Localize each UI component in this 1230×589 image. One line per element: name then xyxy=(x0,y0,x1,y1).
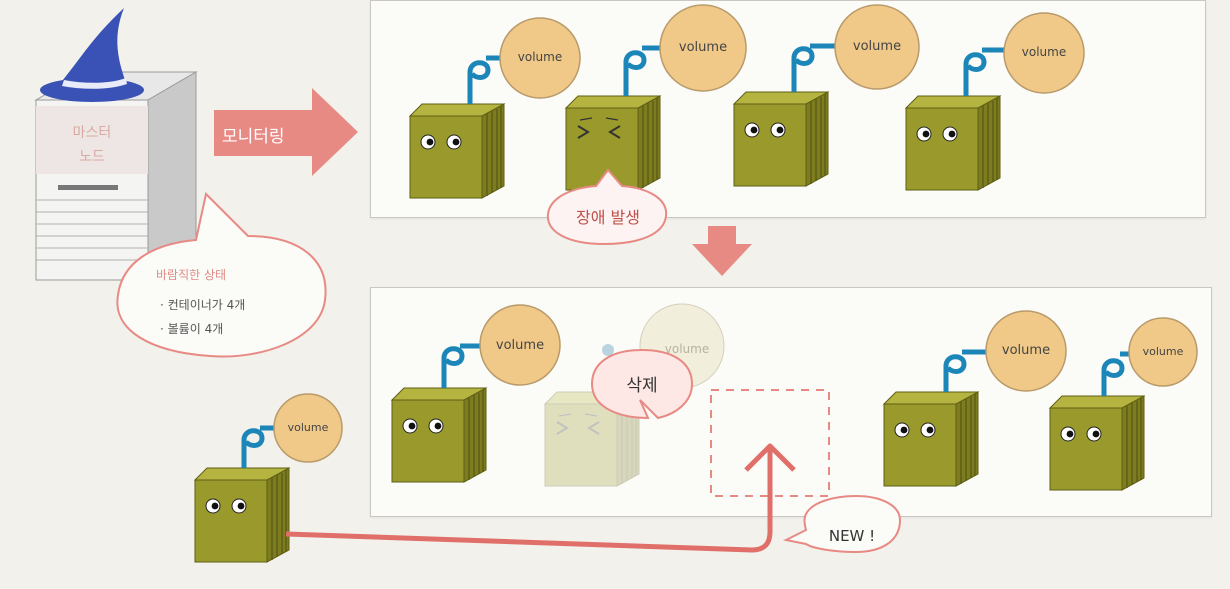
volume-label-b1: volume xyxy=(480,338,560,353)
master-node-label-line1: 마스터 xyxy=(44,122,140,142)
wizard-hat-icon xyxy=(40,8,144,102)
replacement-path-arrow xyxy=(286,448,770,550)
volume-pipe-2 xyxy=(626,53,644,96)
container-3 xyxy=(734,92,828,186)
new-label: NEW ! xyxy=(812,527,892,545)
volume-pipe-1 xyxy=(470,63,488,104)
desired-state-item-1: · 컨테이너가 4개 xyxy=(160,296,245,313)
container-b3 xyxy=(884,392,978,486)
volume-pipe-4 xyxy=(966,55,984,96)
volume-label-1: volume xyxy=(500,50,580,64)
new-container xyxy=(195,468,289,562)
volume-label-new: volume xyxy=(278,421,338,434)
volume-pipe-b4 xyxy=(1104,361,1122,396)
container-1 xyxy=(410,104,504,198)
volume-pipe-b1 xyxy=(444,349,462,388)
container-b1 xyxy=(392,388,486,482)
volume-label-b4: volume xyxy=(1133,345,1193,358)
volume-label-b3: volume xyxy=(986,343,1066,358)
volume-label-deleted: volume xyxy=(652,342,722,356)
volume-pipe-3 xyxy=(794,49,812,92)
delete-label: 삭제 xyxy=(602,371,682,396)
desired-state-item-2: · 볼륨이 4개 xyxy=(160,320,223,337)
volume-pipe-new xyxy=(244,431,262,468)
volume-label-3: volume xyxy=(837,39,917,54)
volume-pipe-b3 xyxy=(946,357,964,392)
monitoring-label: 모니터링 xyxy=(222,122,285,147)
master-node-label-line2: 노드 xyxy=(44,146,140,166)
failure-label: 장애 발생 xyxy=(560,204,656,228)
container-4 xyxy=(906,96,1000,190)
down-arrow xyxy=(692,226,752,276)
container-b4 xyxy=(1050,396,1144,490)
desired-state-title: 바람직한 상태 xyxy=(156,266,226,283)
volume-label-4: volume xyxy=(1004,45,1084,59)
volume-label-2: volume xyxy=(663,40,743,55)
